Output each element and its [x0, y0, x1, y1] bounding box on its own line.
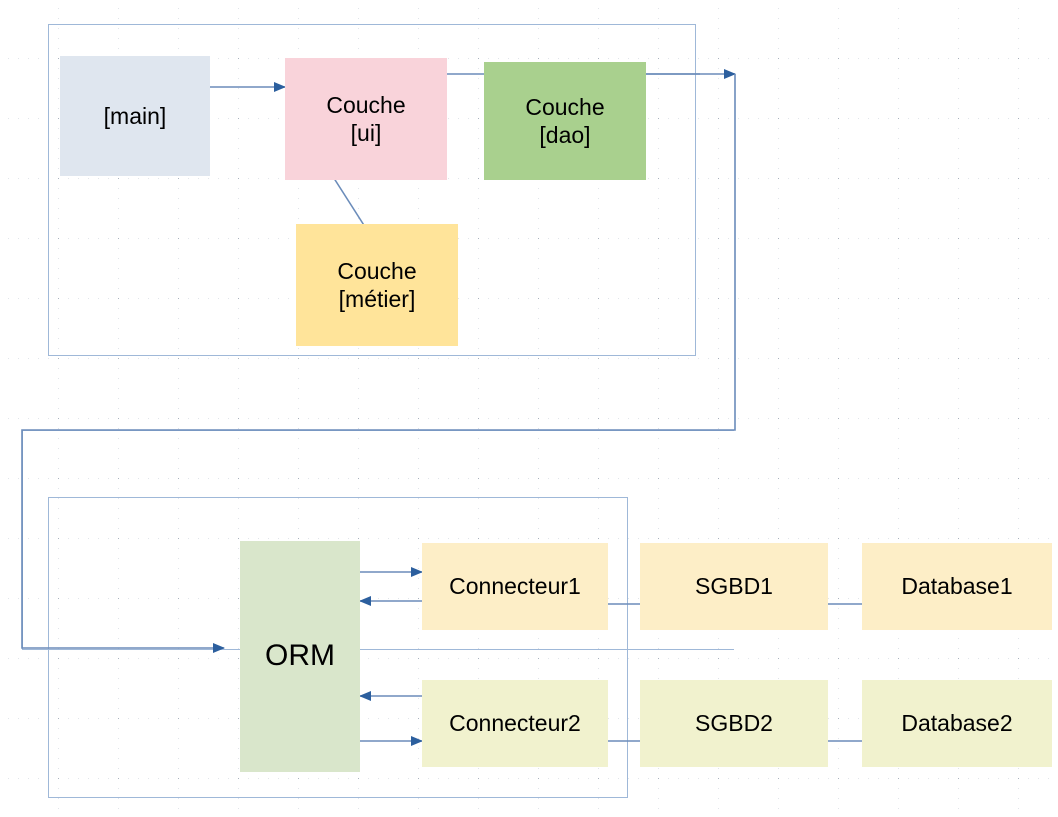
node-connecteur2[interactable]: Connecteur2 — [422, 680, 608, 767]
node-couche-ui-label: Couche [ui] — [326, 91, 406, 146]
node-orm[interactable]: ORM — [240, 541, 360, 772]
node-sgbd2[interactable]: SGBD2 — [640, 680, 828, 767]
node-sgbd1-label: SGBD1 — [695, 573, 773, 600]
node-main-label: [main] — [103, 102, 167, 129]
node-connecteur1[interactable]: Connecteur1 — [422, 543, 608, 630]
node-connecteur1-label: Connecteur1 — [449, 573, 581, 600]
node-database1[interactable]: Database1 — [862, 543, 1052, 630]
node-main[interactable]: [main] — [60, 56, 210, 176]
node-database2[interactable]: Database2 — [862, 680, 1052, 767]
node-couche-ui[interactable]: Couche [ui] — [285, 58, 447, 180]
node-database2-label: Database2 — [901, 710, 1013, 737]
node-orm-label: ORM — [265, 639, 335, 673]
node-couche-dao[interactable]: Couche [dao] — [484, 62, 646, 180]
node-connecteur2-label: Connecteur2 — [449, 710, 581, 737]
node-sgbd2-label: SGBD2 — [695, 710, 773, 737]
node-couche-metier-label: Couche [métier] — [337, 257, 417, 312]
node-sgbd1[interactable]: SGBD1 — [640, 543, 828, 630]
node-couche-dao-label: Couche [dao] — [525, 93, 605, 148]
node-couche-metier[interactable]: Couche [métier] — [296, 224, 458, 346]
node-database1-label: Database1 — [901, 573, 1013, 600]
